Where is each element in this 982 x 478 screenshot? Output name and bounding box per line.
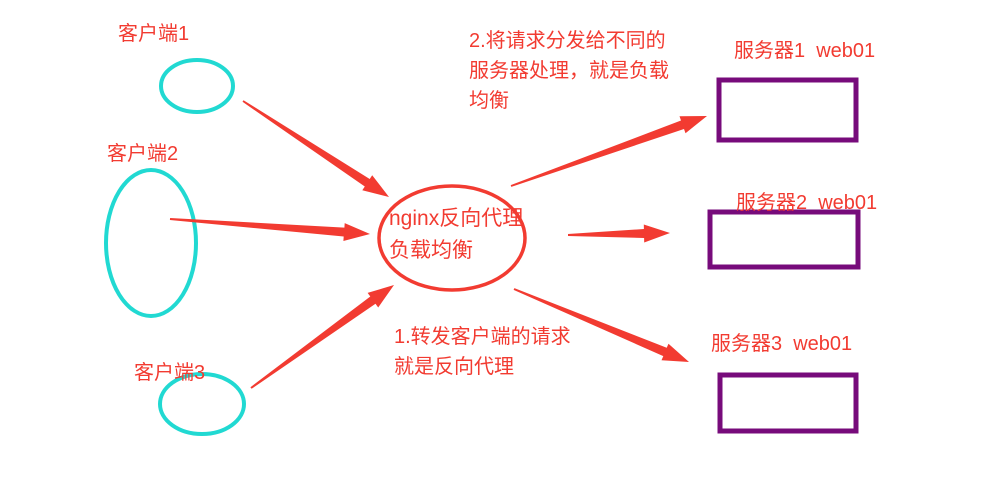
server3-label: 服务器3 web01 (711, 333, 853, 355)
nginx-proxy-label: nginx反向代理 负载均衡 (389, 207, 524, 262)
arrow-nginx-to-server3 (513, 288, 689, 362)
arrow-client1-to-nginx (242, 100, 389, 197)
server2-rect (707, 209, 861, 270)
client1-label: 客户端1 (118, 23, 190, 45)
server1-rect (716, 77, 859, 143)
nginx-proxy-ellipse (377, 184, 527, 292)
client2-ellipse (104, 168, 198, 318)
note-reverse-proxy: 1.转发客户端的请求 就是反向代理 (394, 326, 571, 378)
server2-label: 服务器2 web01 (736, 192, 878, 214)
client3-label: 客户端3 (134, 362, 206, 384)
arrow-client2-to-nginx (169, 218, 370, 241)
client3-ellipse (158, 372, 246, 436)
client2-label: 客户端2 (107, 143, 179, 165)
server1-label: 服务器1 web01 (734, 40, 876, 62)
arrow-client3-to-nginx (250, 285, 394, 389)
note-load-balance: 2.将请求分发给不同的 服务器处理，就是负载 均衡 (469, 30, 669, 112)
arrow-layer (169, 100, 707, 389)
arrow-nginx-to-server1 (510, 116, 707, 187)
arrow-nginx-to-server2 (568, 224, 670, 243)
client1-ellipse (159, 58, 235, 114)
server3-rect (717, 372, 859, 434)
